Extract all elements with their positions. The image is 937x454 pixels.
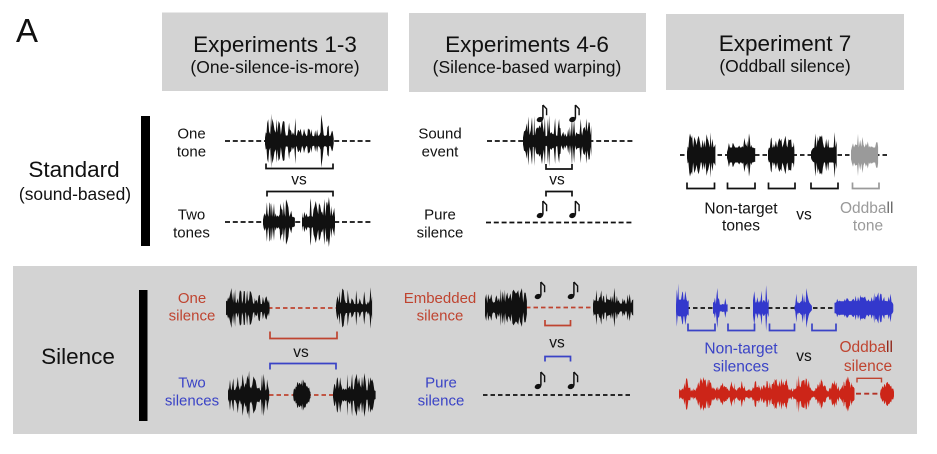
svg-text:Non-target: Non-target <box>704 201 778 218</box>
svg-text:Non-target: Non-target <box>704 341 778 358</box>
svg-text:silence: silence <box>418 393 465 410</box>
svg-text:Pure: Pure <box>425 375 457 392</box>
svg-text:tone: tone <box>177 144 206 161</box>
svg-text:Embedded: Embedded <box>404 290 477 307</box>
svg-text:vs: vs <box>291 172 307 189</box>
svg-text:tone: tone <box>853 218 883 235</box>
svg-text:tones: tones <box>722 218 760 235</box>
svg-text:Two: Two <box>178 206 206 223</box>
svg-text:One: One <box>177 125 205 142</box>
svg-text:silences: silences <box>713 359 769 376</box>
svg-text:Experiments 1-3: Experiments 1-3 <box>193 32 357 57</box>
svg-text:vs: vs <box>549 335 565 352</box>
svg-text:silence: silence <box>169 308 216 325</box>
svg-text:vs: vs <box>549 172 565 189</box>
svg-text:(sound-based): (sound-based) <box>19 184 131 204</box>
svg-text:(Silence-based warping): (Silence-based warping) <box>433 57 622 77</box>
svg-text:silence: silence <box>417 308 464 325</box>
svg-text:Oddba: Oddba <box>839 339 886 356</box>
svg-text:Experiment 7: Experiment 7 <box>719 31 852 56</box>
svg-text:Standard: Standard <box>28 157 119 182</box>
svg-text:silences: silences <box>165 393 219 410</box>
svg-text:One: One <box>178 290 206 307</box>
svg-text:event: event <box>422 144 460 161</box>
svg-text:vs: vs <box>796 206 812 223</box>
svg-text:silence: silence <box>844 358 892 375</box>
svg-text:ll: ll <box>887 200 894 217</box>
svg-text:vs: vs <box>796 348 812 365</box>
svg-text:silence: silence <box>417 224 464 241</box>
svg-text:Sound: Sound <box>418 125 461 142</box>
svg-text:Oddba: Oddba <box>840 200 887 217</box>
svg-text:Pure: Pure <box>424 206 456 223</box>
svg-text:A: A <box>16 12 38 49</box>
svg-text:vs: vs <box>293 344 309 361</box>
svg-text:(Oddball silence): (Oddball silence) <box>719 56 850 76</box>
svg-text:tones: tones <box>173 224 210 241</box>
svg-text:Two: Two <box>178 375 206 392</box>
svg-text:Experiments 4-6: Experiments 4-6 <box>445 32 609 57</box>
svg-text:Silence: Silence <box>41 344 115 369</box>
svg-text:(One-silence-is-more): (One-silence-is-more) <box>190 57 359 77</box>
svg-text:ll: ll <box>886 339 893 356</box>
